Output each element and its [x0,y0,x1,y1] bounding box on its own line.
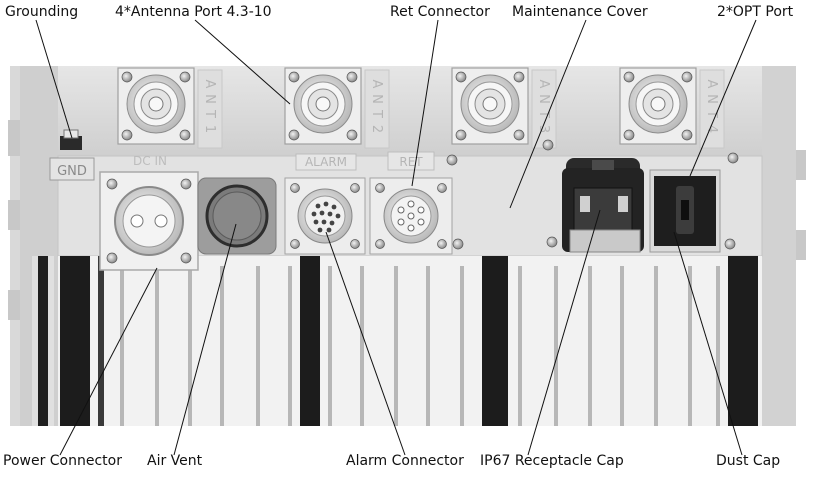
gnd-label: GND [57,164,87,179]
maintenance-leader [509,19,587,209]
alarm-connector-callout: Alarm Connector [346,453,464,469]
alarm-connector: ALARM [284,153,366,255]
leader-lines [35,19,757,456]
grounding-leader [35,19,73,139]
ant-label-3: ANT 3 [536,80,551,134]
alarm-leader [325,231,406,456]
svg-text:1: 1 [202,125,217,133]
power-connector: DC IN [99,154,199,271]
antenna-leader [194,19,291,105]
ip67-cap-callout: IP67 Receptacle Cap [480,453,624,469]
svg-text:N: N [536,94,551,104]
ip67-leader [527,209,601,456]
svg-text:A: A [704,80,719,89]
power-leader [59,267,158,456]
svg-text:T: T [202,109,217,118]
svg-text:2: 2 [369,125,384,133]
ant-label-1: ANT 1 [202,80,217,134]
opt-port-callout: 2*OPT Port [717,4,794,20]
ret-connector-callout: Ret Connector [390,4,490,20]
ip67-receptacle-cap [562,158,644,253]
grounding-callout: Grounding [5,4,79,20]
svg-text:N: N [202,94,217,104]
antenna-port-1: ANT 1 [117,67,223,149]
svg-text:A: A [202,80,217,89]
antenna-port-4: ANT 4 [619,67,725,149]
svg-text:T: T [369,109,384,118]
antenna-port-2: ANT 2 [284,67,390,149]
dust-cap [649,169,721,253]
antenna-port-3: ANT 3 [451,67,557,149]
alarm-label: ALARM [305,155,347,169]
ant-label-2: ANT 2 [369,80,384,134]
svg-text:N: N [704,94,719,104]
heatsink-fins [32,256,762,426]
dustcap-leader [673,231,743,456]
air-vent [197,177,277,255]
ret-leader [411,19,439,187]
dust-cap-callout: Dust Cap [716,453,781,469]
maintenance-cover-callout: Maintenance Cover [512,4,648,20]
airvent-leader [173,223,237,456]
svg-text:N: N [369,94,384,104]
air-vent-callout: Air Vent [147,453,203,469]
svg-text:A: A [536,80,551,89]
opt-leader [689,19,757,177]
power-connector-callout: Power Connector [3,453,122,469]
ant-label-4: ANT 4 [704,80,719,134]
maintenance-cover [542,139,739,250]
dc-in-label: DC IN [133,154,167,168]
svg-text:3: 3 [536,125,551,133]
svg-text:A: A [369,80,384,89]
svg-text:4: 4 [704,125,719,133]
antenna-port-callout: 4*Antenna Port 4.3-10 [115,4,272,20]
svg-text:T: T [704,109,719,118]
ret-connector: RET [369,151,464,255]
svg-text:T: T [536,109,551,118]
ret-label: RET [399,155,423,169]
